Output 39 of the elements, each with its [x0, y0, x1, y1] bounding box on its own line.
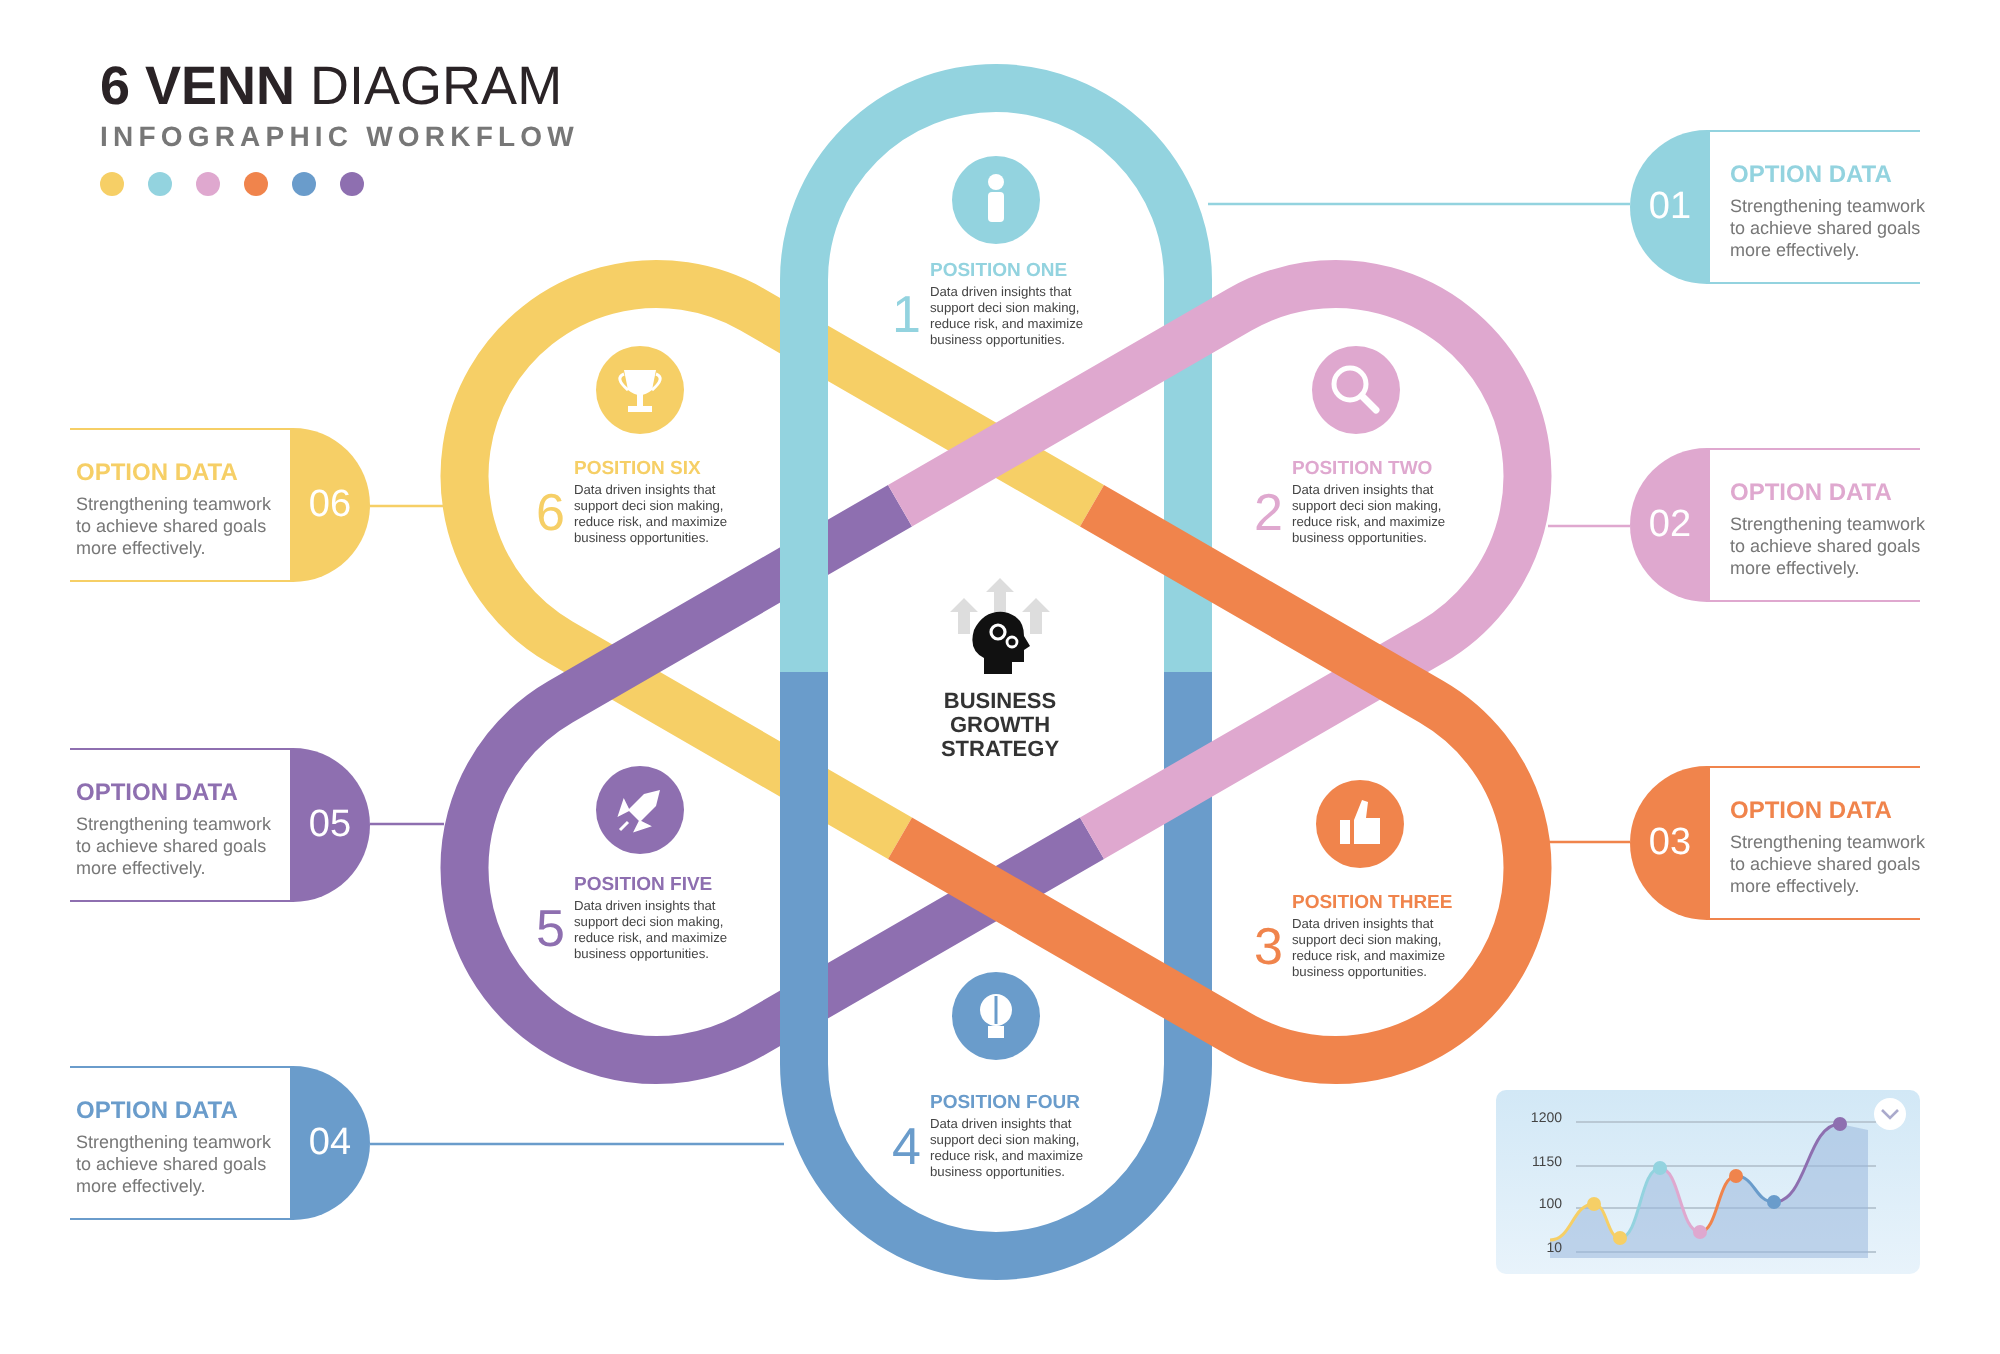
leader-line — [370, 504, 444, 508]
step-number: 03 — [1630, 766, 1710, 920]
leader-line — [1208, 202, 1630, 206]
card-heading: OPTION DATA — [76, 458, 238, 486]
step-number: 5 — [536, 902, 565, 954]
step-number: 05 — [290, 748, 370, 902]
position-heading: POSITION TWO — [1292, 458, 1433, 480]
card-text: Strengthening teamwork to achieve shared goals more effectively. — [1730, 196, 1928, 262]
step-number: 2 — [1254, 486, 1283, 538]
position-heading: POSITION FIVE — [574, 874, 713, 896]
card-text: Strengthening teamwork to achieve shared goals more effectively. — [76, 494, 274, 560]
step-number: 04 — [290, 1066, 370, 1220]
leader-line — [370, 822, 444, 826]
card-heading: OPTION DATA — [1730, 160, 1892, 188]
leader-line — [370, 1142, 784, 1146]
card-text: Strengthening teamwork to achieve shared goals more effectively. — [76, 814, 274, 880]
card-heading: OPTION DATA — [1730, 796, 1892, 824]
card-heading: OPTION DATA — [76, 778, 238, 806]
card-text: Strengthening teamwork to achieve shared goals more effectively. — [1730, 514, 1928, 580]
step-number: 01 — [1630, 130, 1710, 284]
position-heading: POSITION ONE — [930, 260, 1068, 282]
position-heading: POSITION SIX — [574, 458, 701, 480]
position-heading: POSITION FOUR — [930, 1092, 1080, 1114]
card-heading: OPTION DATA — [1730, 478, 1892, 506]
card-text: Strengthening teamwork to achieve shared goals more effectively. — [76, 1132, 274, 1198]
step-number: 4 — [892, 1120, 921, 1172]
leader-line — [1548, 840, 1630, 844]
center-label: BUSINESS GROWTH STRATEGY — [938, 690, 1062, 762]
leader-line — [1548, 524, 1630, 528]
title: 6 VENN DIAGRAM — [100, 56, 563, 118]
card-heading: OPTION DATA — [76, 1096, 238, 1124]
position-heading: POSITION THREE — [1292, 892, 1453, 914]
card-text: Strengthening teamwork to achieve shared goals more effectively. — [1730, 832, 1928, 898]
subtitle: INFOGRAPHIC WORKFLOW — [100, 120, 579, 152]
step-number: 6 — [536, 486, 565, 538]
step-number: 02 — [1630, 448, 1710, 602]
step-number: 1 — [892, 288, 921, 340]
step-number: 06 — [290, 428, 370, 582]
step-number: 3 — [1254, 920, 1283, 972]
